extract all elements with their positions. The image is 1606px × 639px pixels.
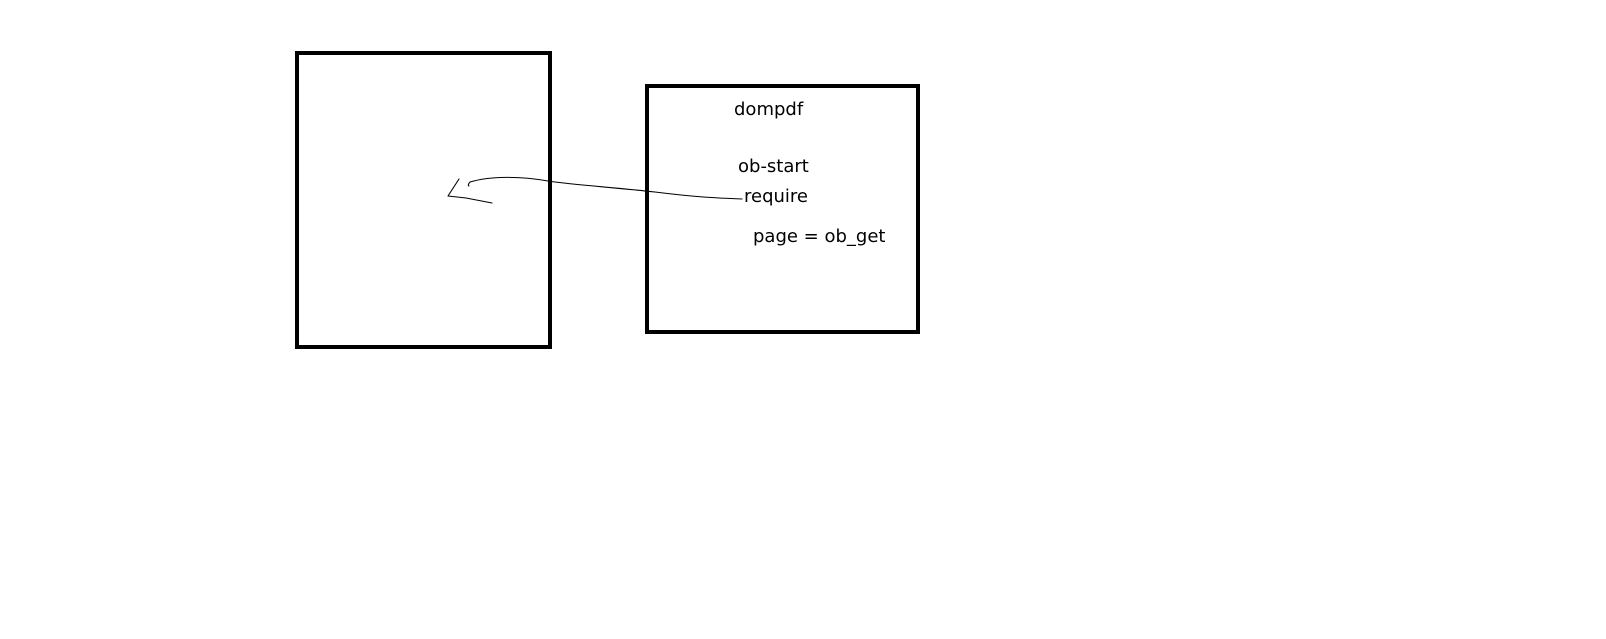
page-ob-get-label: page = ob_get <box>753 226 886 247</box>
left-box <box>295 51 552 349</box>
right-box <box>645 84 920 334</box>
right-box-title: dompdf <box>734 99 804 120</box>
require-label: require <box>744 186 808 207</box>
ob-start-label: ob-start <box>738 156 809 177</box>
